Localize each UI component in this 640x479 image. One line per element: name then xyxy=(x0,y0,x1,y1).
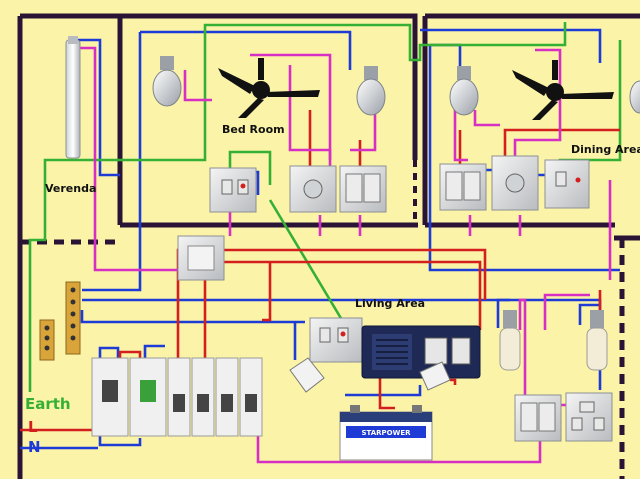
verenda-switch xyxy=(177,235,225,281)
earth-label: Earth xyxy=(25,395,71,413)
plug-icon xyxy=(419,361,451,391)
fan-regulator-plate xyxy=(289,165,337,213)
line-label: L xyxy=(28,418,38,436)
neutral-terminal-bar xyxy=(65,281,81,355)
bulb-icon xyxy=(449,66,479,116)
fan-regulator-plate xyxy=(491,155,539,211)
ceiling-fan-icon xyxy=(512,60,614,120)
switch-plate xyxy=(339,165,387,213)
battery-brand: STARPOWER xyxy=(361,429,411,437)
ceiling-fan-icon xyxy=(218,58,320,118)
tube-light xyxy=(65,36,81,159)
bulb-icon xyxy=(152,56,182,107)
switch-plate xyxy=(514,394,562,442)
bulb-icon xyxy=(629,80,640,114)
verenda-label: Verenda xyxy=(45,182,96,195)
socket-plate xyxy=(544,159,590,209)
living-area-label: Living Area xyxy=(355,297,425,310)
socket-plate xyxy=(565,392,613,442)
socket-plate xyxy=(309,317,363,363)
distribution-board xyxy=(91,357,263,437)
led-bulb-icon xyxy=(499,310,521,371)
battery: STARPOWER xyxy=(339,405,433,461)
dining-area-label: Dining Area xyxy=(571,143,640,156)
walls xyxy=(17,13,640,479)
bulb-icon xyxy=(356,66,386,116)
inverter xyxy=(361,325,481,379)
led-bulb-icon xyxy=(586,310,608,371)
plug-icon xyxy=(289,357,325,393)
socket-plate xyxy=(209,167,257,213)
earth-terminal-bar xyxy=(39,319,55,361)
switch-plate xyxy=(439,163,487,211)
bed-room-label: Bed Room xyxy=(222,123,285,136)
